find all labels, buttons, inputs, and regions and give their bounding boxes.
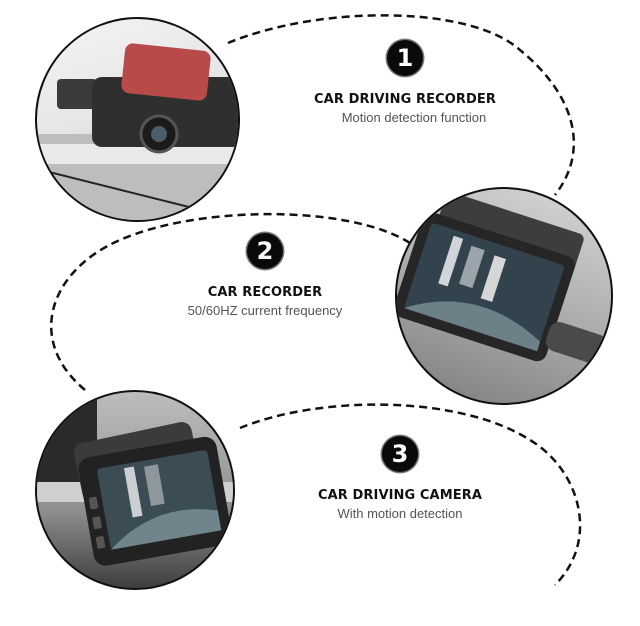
feature-1: 1 CAR DRIVING RECORDER Motion detection … [300,40,510,125]
product-photo-3 [35,390,235,590]
feature-subtitle-2: 50/60HZ current frequency [187,303,343,318]
feature-title-1: CAR DRIVING RECORDER [314,92,496,107]
feature-subtitle-3: With motion detection [337,506,463,521]
product-photo-2 [395,187,613,405]
number-badge-1: 1 [387,40,423,76]
number-badge-2: 2 [247,233,283,269]
number-badge-3: 3 [382,436,418,472]
feature-title-2: CAR RECORDER [207,285,323,300]
dash-cam-top-icon [37,43,238,220]
feature-2: 2 CAR RECORDER 50/60HZ current frequency [165,233,365,318]
product-photo-1 [35,17,240,222]
dash-cam-front-icon [37,392,233,566]
feature-3: 3 CAR DRIVING CAMERA With motion detecti… [295,436,505,521]
feature-title-3: CAR DRIVING CAMERA [317,488,483,503]
dash-cam-angle-icon [397,192,608,364]
feature-subtitle-1: Motion detection function [341,110,487,125]
